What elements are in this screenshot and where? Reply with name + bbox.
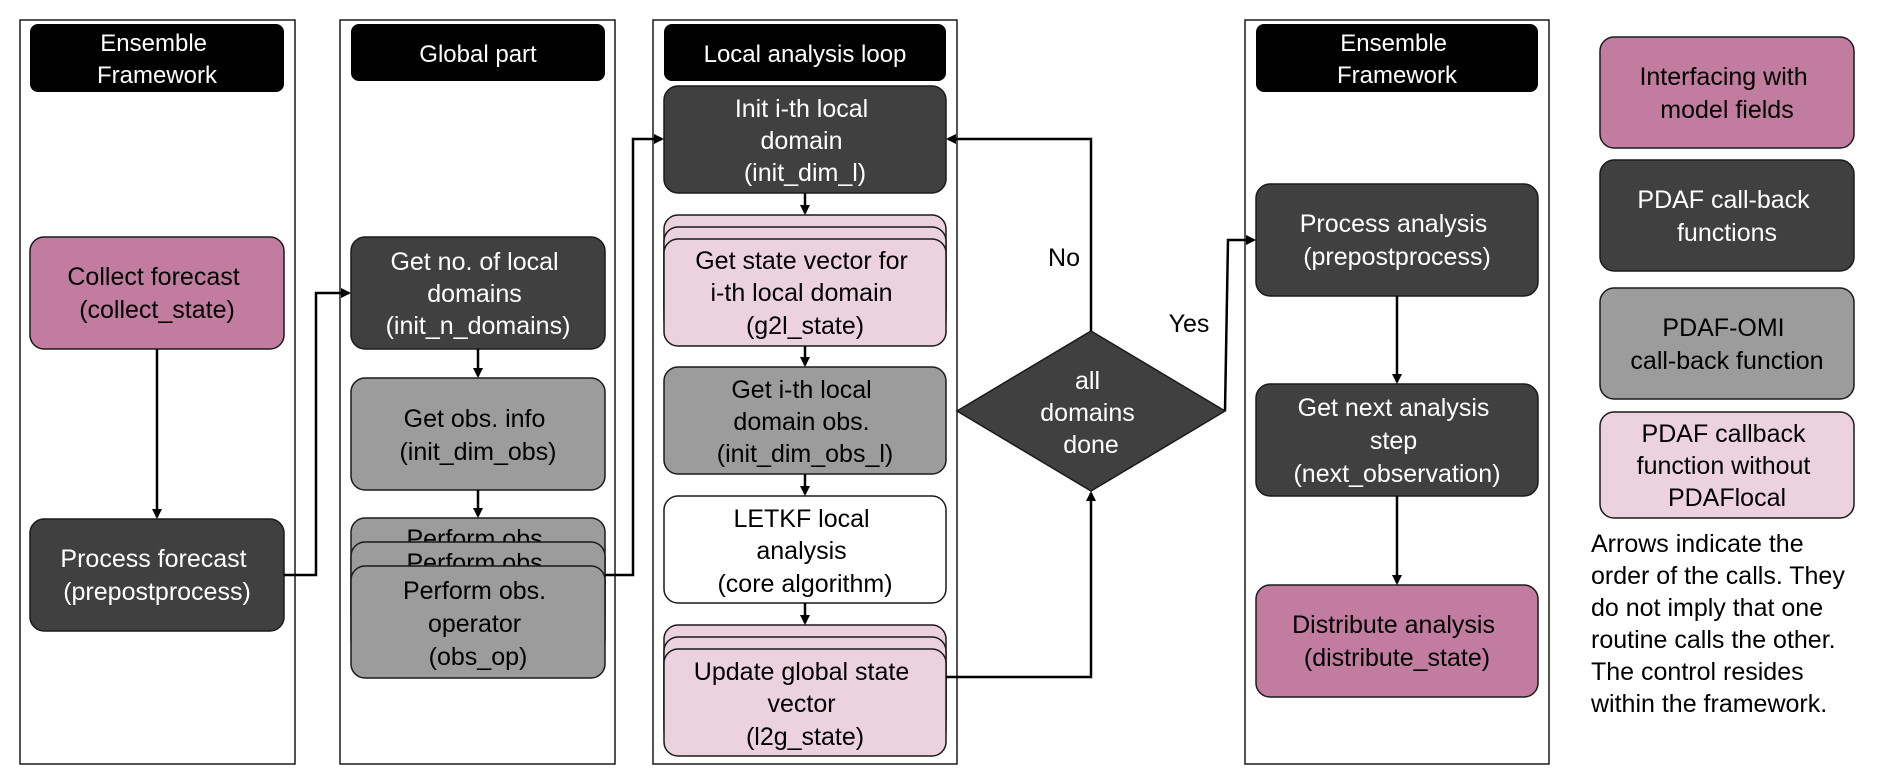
- header-global: Global part: [419, 41, 537, 68]
- legend-model-label: Interfacing with model fields: [1639, 63, 1814, 124]
- get-state-vector-label: Get state vector for i-th local domain (…: [695, 247, 915, 340]
- all-domains-done-label: all domains done: [1040, 367, 1141, 459]
- process-forecast-box: [29, 518, 285, 632]
- process-analysis-label: Process analysis (prepostprocess): [1300, 210, 1495, 271]
- header-ensemble-left-box: [30, 24, 284, 92]
- legend-nolocal-label: PDAF callback function without PDAFlocal: [1637, 420, 1818, 512]
- arrow-process-forecast-to-global: [284, 288, 351, 577]
- decision-yes-label: Yes: [1169, 310, 1210, 338]
- collect-forecast-box: [29, 236, 285, 350]
- decision-no-label: No: [1048, 244, 1080, 272]
- update-global-label: Update global state vector (l2g_state): [694, 658, 916, 751]
- arrow-decision-yes-to-process-analysis: [1223, 235, 1256, 412]
- legend-callback-label: PDAF call-back functions: [1637, 186, 1816, 247]
- perform-obs-operator-box: [350, 565, 606, 679]
- letkf-label: LETKF local analysis (core algorithm): [717, 505, 892, 598]
- process-forecast-label: Process forecast (prepostprocess): [60, 545, 253, 606]
- distribute-analysis-label: Distribute analysis (distribute_state): [1292, 611, 1502, 672]
- get-obs-info-box: [350, 377, 606, 491]
- legend-nolocal-swatch: [1599, 411, 1855, 519]
- header-global-box: [351, 24, 605, 81]
- header-ensemble-left: Ensemble Framework: [97, 30, 218, 89]
- get-obs-info-label: Get obs. info (init_dim_obs): [399, 405, 556, 466]
- header-local: Local analysis loop: [704, 41, 907, 68]
- legend-callback-swatch: [1599, 159, 1855, 272]
- header-ensemble-right-box: [1256, 24, 1538, 92]
- next-analysis-step-label: Get next analysis step (next_observation…: [1293, 394, 1500, 488]
- get-local-obs-label: Get i-th local domain obs. (init_dim_obs…: [717, 376, 893, 468]
- get-no-local-domains-label: Get no. of local domains (init_n_domains…: [386, 248, 571, 340]
- arrow-update-global-to-decision: [946, 491, 1096, 679]
- arrow-global-to-local-loop: [605, 134, 664, 577]
- header-local-box: [664, 24, 946, 81]
- legend-model-swatch: [1599, 36, 1855, 149]
- perform-obs-operator-label: Perform obs. operator (obs_op): [403, 577, 553, 671]
- distribute-analysis-box: [1255, 584, 1539, 698]
- order-note: Arrows indicate the order of the calls. …: [1590, 530, 1852, 718]
- legend-omi-label: PDAF-OMI call-back function: [1630, 314, 1823, 375]
- legend-omi-swatch: [1599, 287, 1855, 400]
- collect-forecast-label: Collect forecast (collect_state): [67, 263, 246, 324]
- update-global-box: [663, 648, 947, 757]
- process-analysis-box: [1255, 183, 1539, 297]
- init-local-domain-label: Init i-th local domain (init_dim_l): [735, 95, 875, 187]
- header-ensemble-right: Ensemble Framework: [1337, 30, 1458, 89]
- arrow-decision-no-loop: [946, 134, 1093, 331]
